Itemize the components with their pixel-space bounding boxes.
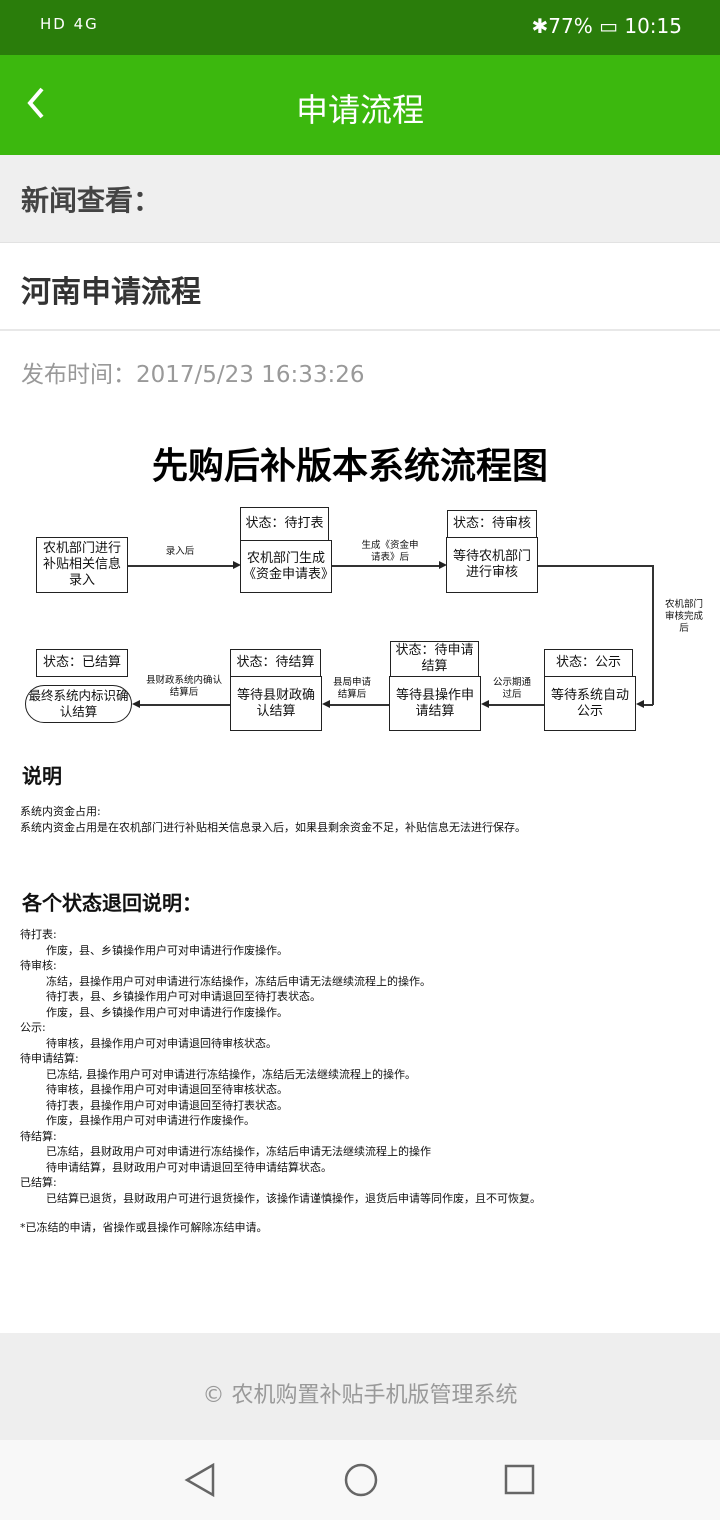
- nav-recents-button[interactable]: [504, 1464, 536, 1500]
- triangle-back-icon: [184, 1462, 215, 1498]
- state-rule: 作废，县、乡镇操作用户可对申请进行作废操作。: [46, 1005, 288, 1019]
- state-name: 待申请结算:: [20, 1052, 79, 1065]
- flow-status: 状态：待审核: [447, 510, 537, 538]
- explain-text: 系统内资金占用: 系统内资金占用是在农机部门进行补贴相关信息录入后，如果县剩余资…: [20, 804, 526, 835]
- copyright: © 农机购置补贴手机版管理系统: [202, 1383, 518, 1408]
- arrow-label: 录入后: [165, 546, 195, 557]
- section-header: 新闻查看：: [0, 155, 720, 243]
- state-name: 待结算:: [20, 1129, 57, 1143]
- states-list: 待打表:作废，县、乡镇操作用户可对申请进行作废操作。待审核:冻结，县操作用户可对…: [20, 927, 541, 1206]
- arrow-label: 县财政系统内确认结算后: [145, 675, 222, 698]
- state-rule: 已结算已退货，县财政用户可进行退货操作，该操作请谨慎操作，退货后申请等同作废，且…: [46, 1191, 541, 1205]
- section-label: 新闻查看：: [21, 184, 162, 217]
- arrow-label: 县局申请结算后: [332, 677, 371, 700]
- flow-status: 状态：待打表: [240, 507, 329, 541]
- battery-icon: ▭: [599, 14, 618, 38]
- battery-percent: 77%: [548, 14, 593, 38]
- app-bar: 申请流程: [0, 55, 720, 155]
- back-button[interactable]: [22, 81, 50, 134]
- state-rule: 待申请结算，县财政用户可对申请退回至待申请结算状态。: [46, 1160, 332, 1174]
- circle-home-icon: [344, 1463, 378, 1497]
- flow-status: 状态：公示: [544, 649, 633, 677]
- state-rule: 待审核，县操作用户可对申请退回待审核状态。: [46, 1036, 277, 1050]
- state-rule: 已冻结, 县操作用户可对申请进行冻结操作，冻结后无法继续流程上的操作。: [46, 1067, 416, 1081]
- explain-heading: 说明: [22, 764, 62, 788]
- flow-status: 状态：待结算: [230, 649, 321, 677]
- publish-time: 发布时间：2017/5/23 16:33:26: [21, 362, 365, 388]
- nav-home-button[interactable]: [343, 1462, 379, 1502]
- state-rule: 待打表，县、乡镇操作用户可对申请退回至待打表状态。: [46, 990, 321, 1003]
- flow-box: 农机部门进行补贴相关信息录入: [36, 537, 128, 593]
- flow-terminal: 最终系统内标识确认结算: [25, 685, 132, 723]
- arrow-label: 农机部门审核完成后: [664, 599, 703, 634]
- state-rule: 待打表，县操作用户可对申请退回至待打表状态。: [46, 1098, 288, 1112]
- arrow-label: 公示期通过后: [492, 677, 531, 700]
- state-name: 待审核:: [20, 959, 57, 972]
- flow-box: 农机部门生成《资金申请表》: [240, 540, 334, 593]
- nav-back-button[interactable]: [183, 1462, 217, 1502]
- flow-box: 等待县操作申请结算: [389, 676, 481, 731]
- states-heading: 各个状态退回说明：: [22, 891, 202, 915]
- status-bar: HD 4G ✱77% ▭ 10:15: [0, 0, 720, 55]
- square-recents-icon: [504, 1464, 535, 1495]
- state-name: 公示:: [20, 1021, 46, 1034]
- clock: 10:15: [624, 14, 682, 38]
- article-header: 河南申请流程: [0, 243, 720, 331]
- state-rule: 作废，县操作用户可对申请进行作废操作。: [46, 1114, 255, 1127]
- explain-line: 系统内资金占用是在农机部门进行补贴相关信息录入后，如果县剩余资金不足，补贴信息无…: [20, 820, 526, 834]
- flow-box: 等待县财政确认结算: [230, 676, 322, 731]
- signal-indicators: HD 4G: [40, 15, 99, 33]
- article-title: 河南申请流程: [21, 275, 201, 310]
- footer: © 农机购置补贴手机版管理系统: [0, 1333, 720, 1440]
- navigation-bar: [0, 1440, 720, 1520]
- state-rule: 已冻结，县财政用户可对申请进行冻结操作，冻结后申请无法继续流程上的操作: [46, 1145, 431, 1158]
- flow-status: 状态：已结算: [36, 649, 128, 677]
- bluetooth-icon: ✱: [531, 14, 549, 38]
- state-name: 待打表:: [20, 928, 57, 941]
- flow-box: 等待农机部门进行审核: [446, 537, 538, 593]
- flowchart-title: 先购后补版本系统流程图: [151, 446, 548, 487]
- page-title: 申请流程: [295, 91, 424, 129]
- explain-line: 系统内资金占用:: [20, 805, 101, 818]
- arrow-label: 生成《资金申请表》后: [361, 540, 419, 563]
- flow-status: 状态：待申请结算: [390, 641, 479, 677]
- freeze-note: *已冻结的申请，省操作或县操作可解除冻结申请。: [20, 1221, 268, 1234]
- state-name: 已结算:: [20, 1176, 57, 1189]
- state-rule: 冻结，县操作用户可对申请进行冻结操作，冻结后申请无法继续流程上的操作。: [46, 974, 431, 988]
- chevron-left-icon: [27, 87, 44, 119]
- state-rule: 作废，县、乡镇操作用户可对申请进行作废操作。: [46, 943, 288, 957]
- state-rule: 待审核，县操作用户可对申请退回至待审核状态。: [46, 1083, 288, 1096]
- flow-box: 等待系统自动公示: [544, 676, 636, 731]
